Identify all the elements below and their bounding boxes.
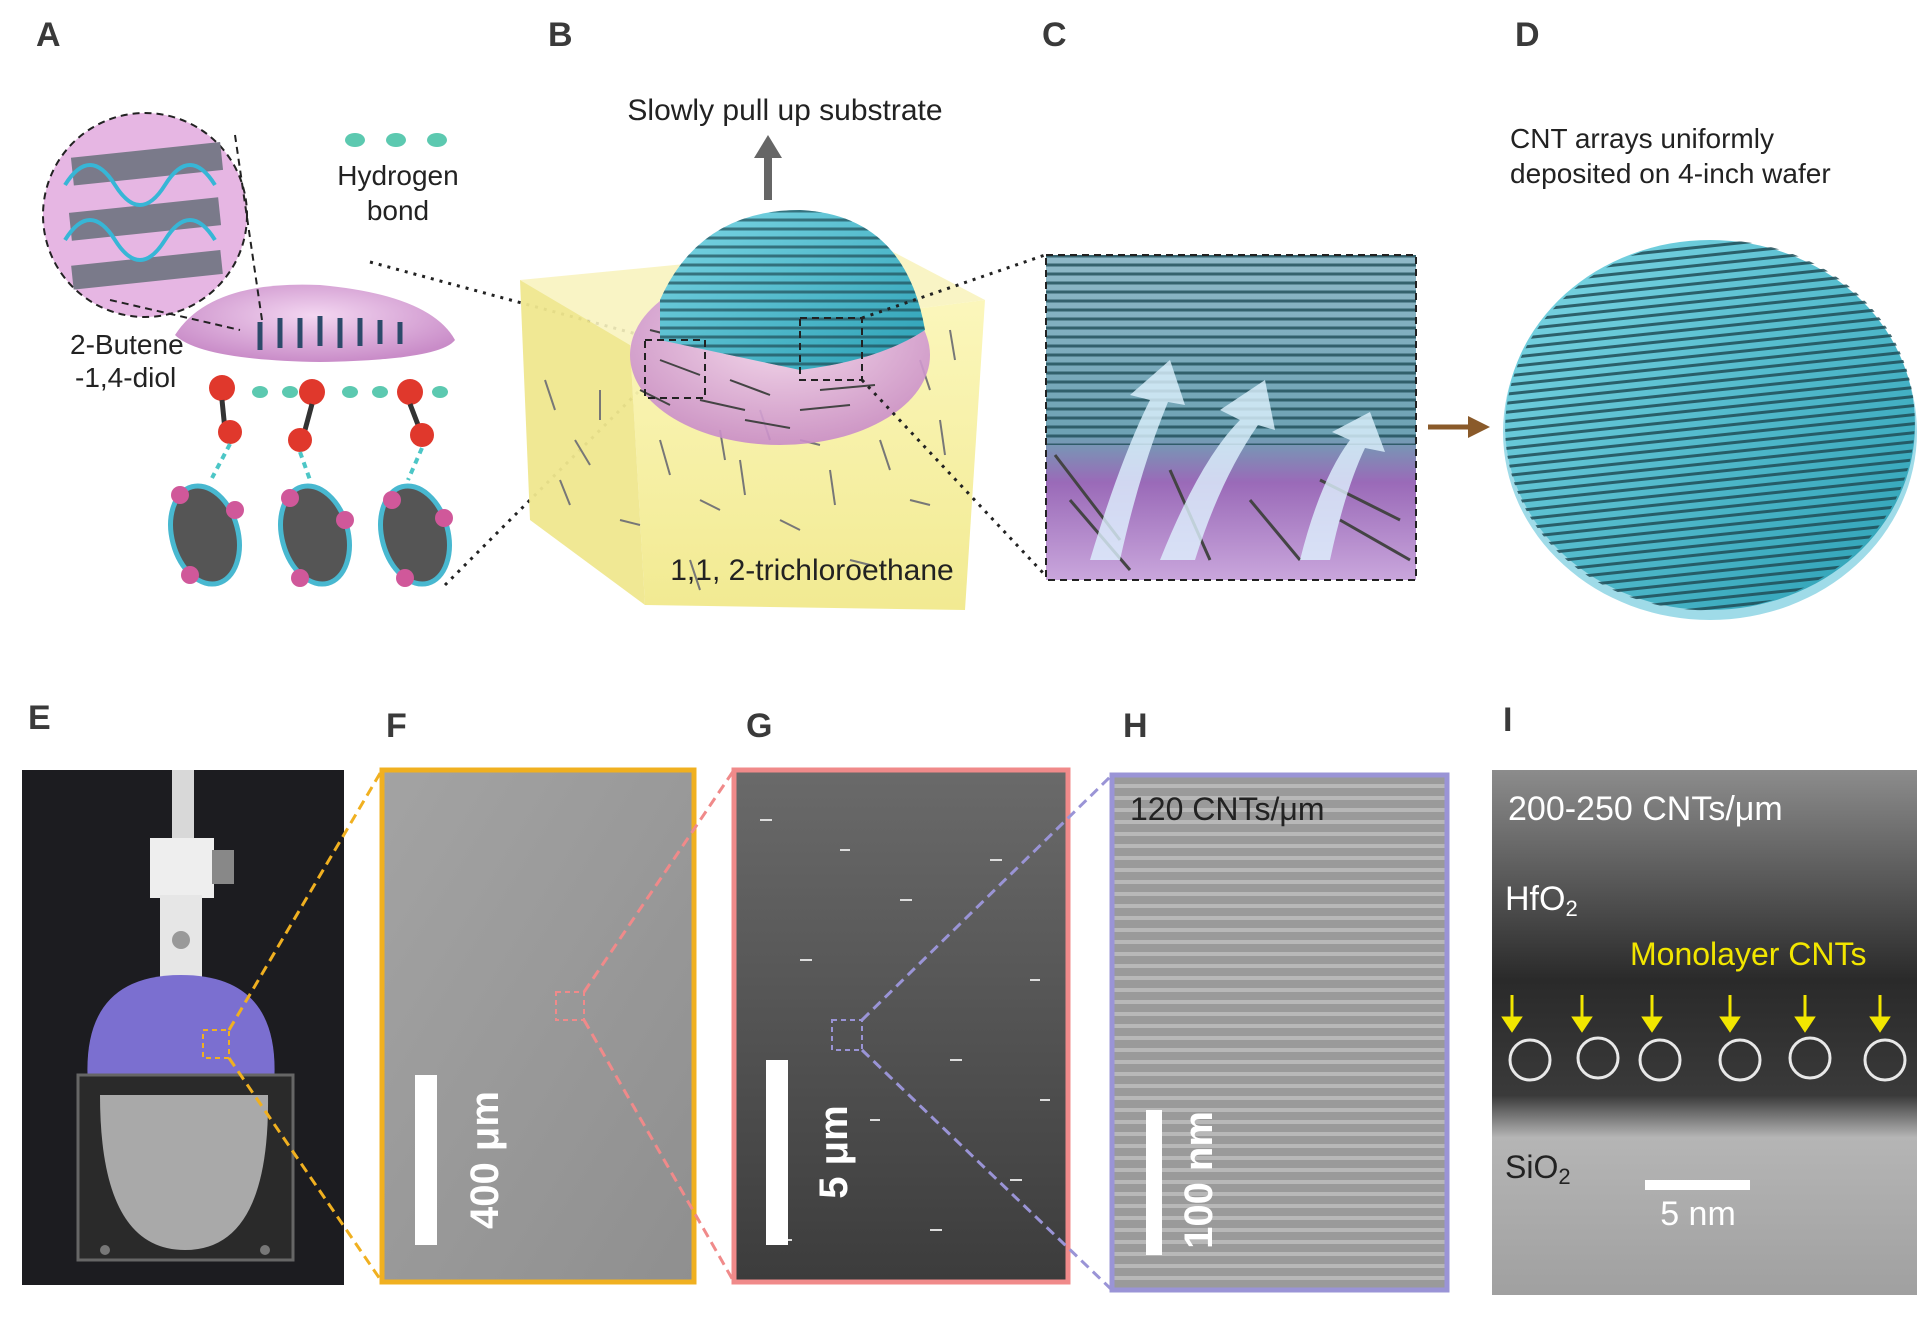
- hfo2-text: HfO: [1505, 880, 1565, 918]
- hydrogen-bond-dot: [345, 133, 365, 147]
- panel-h: 120 CNTs/μm 100 nm: [1109, 772, 1450, 1293]
- panel-label-f: F: [386, 707, 407, 745]
- zoom-box-left: [644, 339, 706, 399]
- panel-f: 400 μm: [379, 767, 697, 1285]
- wafer-caption-line2: deposited on 4-inch wafer: [1510, 158, 1831, 189]
- panel-d: CNT arrays uniformly deposited on 4-inch…: [1486, 123, 1920, 631]
- pink-droplet: [175, 284, 455, 362]
- zoom-line: [860, 1048, 1114, 1292]
- flow-arrows: [1090, 360, 1385, 560]
- sio2-text: SiO: [1505, 1149, 1558, 1185]
- zoom-box-e: [202, 1029, 230, 1059]
- molecule-line1: 2-Butene: [70, 329, 184, 360]
- panel-g: 5 μm: [731, 767, 1071, 1285]
- sem-image-g: [731, 767, 1071, 1285]
- holder-clamp: [150, 838, 214, 898]
- legend-hydrogen-line2: bond: [367, 195, 429, 226]
- submerged-wafer: [100, 1095, 269, 1250]
- scale-bar-f: [415, 1075, 437, 1245]
- panel-label-d: D: [1515, 16, 1540, 54]
- pull-up-arrow: [754, 135, 782, 158]
- wrapped-cnts: [168, 483, 453, 587]
- scale-label-i: 5 nm: [1660, 1195, 1736, 1233]
- panel-i: 200-250 CNTs/μm HfO2 Monolayer CNTs SiO2…: [1492, 770, 1917, 1295]
- legend-hydrogen-line1: Hydrogen: [337, 160, 458, 191]
- zoom-line: [369, 260, 641, 337]
- droplet-cnts: [257, 316, 403, 350]
- wafer-caption-line1: CNT arrays uniformly: [1510, 123, 1774, 154]
- scale-bar-i: [1645, 1180, 1750, 1190]
- panel-b: Slowly pull up substrate: [520, 94, 985, 610]
- pull-up-text: Slowly pull up substrate: [627, 94, 942, 127]
- molecule-line2: -1,4-diol: [75, 362, 176, 393]
- zoom-box-right: [799, 317, 863, 381]
- panel-label-h: H: [1123, 707, 1148, 745]
- holder-knob: [212, 850, 234, 884]
- cnt-cross-sections: [1508, 1036, 1907, 1082]
- panel-label-b: B: [548, 16, 573, 54]
- scale-bar-g: [766, 1060, 788, 1245]
- sem-image-h: [1109, 772, 1450, 1293]
- panel-a: Hydrogen bond 2-Butene -1,4-diol: [42, 112, 459, 587]
- scale-label-g: 5 μm: [812, 1105, 856, 1198]
- solvent-bath-side: [520, 280, 645, 605]
- zoom-line: [227, 1057, 384, 1283]
- density-label-i: 200-250 CNTs/μm: [1508, 790, 1783, 828]
- scale-label-f: 400 μm: [463, 1091, 507, 1229]
- solvent-text: 1,1, 2-trichloroethane: [670, 554, 954, 587]
- sio2-label: SiO2: [1505, 1149, 1571, 1189]
- holder-rod: [172, 770, 194, 840]
- panel-label-a: A: [36, 16, 61, 54]
- panel-c: [1045, 254, 1417, 581]
- sio2-subscript: 2: [1558, 1164, 1570, 1189]
- scale-bar-h: [1146, 1110, 1162, 1255]
- zoom-line: [227, 769, 384, 1031]
- hfo2-label: HfO2: [1505, 880, 1578, 921]
- zoom-line: [582, 769, 736, 993]
- zoom-line: [860, 773, 1114, 1022]
- tem-image-i: [1492, 770, 1917, 1295]
- holder-screw: [172, 931, 190, 949]
- panel-label-i: I: [1503, 701, 1512, 739]
- zoom-box-g: [831, 1019, 863, 1051]
- dashed-links: [210, 443, 424, 481]
- scale-label-h: 100 nm: [1177, 1111, 1221, 1249]
- hfo2-subscript: 2: [1565, 896, 1577, 921]
- density-label-h: 120 CNTs/μm: [1130, 791, 1324, 827]
- zoom-box-f: [555, 991, 585, 1021]
- cnt-sheet: [63, 142, 224, 290]
- monolayer-label: Monolayer CNTs: [1630, 936, 1867, 972]
- hydrogen-bond-row: [252, 386, 448, 398]
- panel-label-c: C: [1042, 16, 1067, 54]
- zoom-line: [582, 1019, 736, 1283]
- hydrogen-bond-dot: [386, 133, 406, 147]
- panel-label-g: G: [746, 707, 772, 745]
- cnt-arrows: [1501, 995, 1891, 1033]
- panel-label-e: E: [28, 699, 51, 737]
- diol-molecules: [209, 375, 434, 452]
- flow-arrow-head: [1468, 416, 1490, 438]
- hydrogen-bond-dot: [427, 133, 447, 147]
- panel-e: [22, 770, 344, 1285]
